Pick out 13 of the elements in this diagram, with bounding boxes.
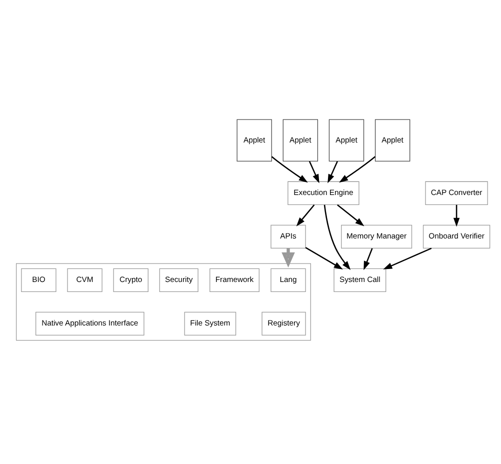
cluster xyxy=(16,262,311,340)
arrow xyxy=(296,204,315,226)
arrow xyxy=(282,248,295,268)
arrow xyxy=(324,204,351,270)
arrow xyxy=(328,160,338,183)
arrow xyxy=(364,248,373,270)
arrow xyxy=(383,247,432,269)
arrow xyxy=(271,156,308,182)
arrow xyxy=(305,246,343,269)
arrow xyxy=(337,204,364,226)
arrow xyxy=(308,160,320,183)
arrow xyxy=(453,204,460,226)
arrow xyxy=(339,156,376,182)
